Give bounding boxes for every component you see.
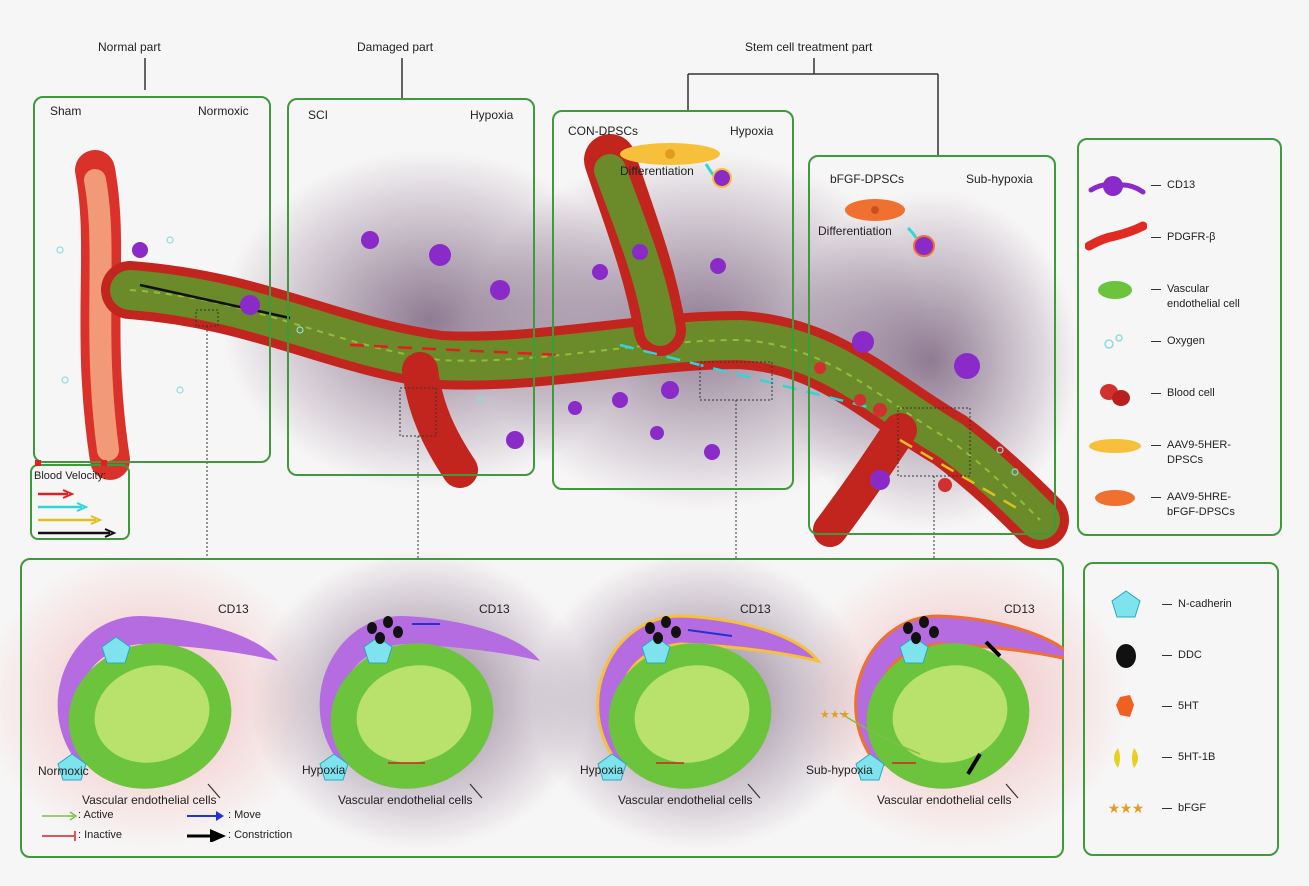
arrow-legend-glyphs bbox=[42, 811, 226, 842]
legend-top-item-connector bbox=[1151, 185, 1161, 186]
legend-bottom-item-label: N-cadherin bbox=[1178, 598, 1232, 610]
panel-bfgf-state: Sub-hypoxia bbox=[966, 172, 1033, 186]
legend-top-item-connector bbox=[1151, 341, 1161, 342]
panel-con-state: Hypoxia bbox=[730, 124, 774, 138]
panel-con-label: CON-DPSCs bbox=[568, 124, 639, 138]
arrow-legend-constriction: : Constriction bbox=[228, 829, 293, 841]
legend-top-item-label: CD13 bbox=[1167, 179, 1196, 191]
panel-bfgf-dpscs bbox=[808, 155, 1056, 535]
legend-bottom-item-label: 5HT bbox=[1178, 700, 1199, 712]
n-cadherin-icon bbox=[1111, 590, 1141, 618]
pdgfr-cell-icon bbox=[1085, 221, 1147, 251]
blood-cell-icon bbox=[1100, 384, 1130, 406]
detail-cd13-3: CD13 bbox=[740, 602, 771, 616]
ddc-icon bbox=[1116, 644, 1136, 668]
panel-con-differentiation: Differentiation bbox=[620, 164, 694, 178]
panel-bfgf-differentiation: Differentiation bbox=[818, 224, 892, 238]
panel-sham bbox=[33, 96, 271, 463]
detail-cell-1 bbox=[57, 616, 278, 799]
legend-bottom-item-label: bFGF bbox=[1178, 802, 1207, 814]
detail-vec-4: Vascular endothelial cells bbox=[877, 793, 1012, 807]
legend-top-item-label: AAV9-5HER-DPSCs bbox=[1167, 439, 1231, 466]
panel-con-dpscs bbox=[552, 110, 794, 490]
legend-top-item-label: Vascular endothelial cell bbox=[1167, 283, 1240, 310]
blood-velocity-legend bbox=[30, 464, 130, 540]
detail-vec-2: Vascular endothelial cells bbox=[338, 793, 473, 807]
arrow-legend-move: : Move bbox=[228, 809, 262, 821]
legend-top-item-connector bbox=[1151, 289, 1161, 290]
panel-bfgf-label: bFGF-DPSCs bbox=[830, 172, 905, 186]
legend-top-item-label: PDGFR-β bbox=[1167, 231, 1216, 243]
detail-state-3: Hypoxia bbox=[580, 763, 624, 777]
panel-sci-state: Hypoxia bbox=[470, 108, 514, 122]
detail-cd13-2: CD13 bbox=[479, 602, 510, 616]
svg-text:★: ★ bbox=[830, 709, 840, 721]
detail-panel bbox=[20, 558, 1064, 858]
detail-cell-4 bbox=[854, 614, 1064, 799]
panel-sci-label: SCI bbox=[308, 108, 329, 122]
legend-top-item-label: Oxygen bbox=[1167, 335, 1205, 347]
legend-bottom-item-connector bbox=[1162, 706, 1172, 707]
5ht-1b-icon bbox=[1114, 748, 1138, 768]
detail-cell-3 bbox=[596, 614, 822, 799]
legend-top-item-connector bbox=[1151, 393, 1161, 394]
legend-bottom-item-label: DDC bbox=[1178, 649, 1202, 661]
velocity-arrow-4 bbox=[38, 528, 117, 538]
svg-text:★: ★ bbox=[1120, 800, 1133, 816]
cd13-cell-icon bbox=[1088, 176, 1146, 196]
arrow-legend-active: : Active bbox=[78, 809, 114, 821]
label-normal-part: Normal part bbox=[98, 40, 161, 54]
svg-text:★: ★ bbox=[820, 709, 830, 721]
panel-sham-state: Normoxic bbox=[198, 104, 249, 118]
endothelial-cell-icon bbox=[1098, 281, 1132, 299]
label-stem-cell-treatment-part: Stem cell treatment part bbox=[745, 40, 873, 54]
label-damaged-part: Damaged part bbox=[357, 40, 434, 54]
legend-top-item-connector bbox=[1151, 497, 1161, 498]
velocity-arrow-3 bbox=[38, 515, 103, 525]
detail-cell-2 bbox=[319, 616, 540, 799]
legend-bottom-item-connector bbox=[1162, 757, 1172, 758]
svg-text:★: ★ bbox=[840, 709, 850, 721]
legend-bottom-item-connector bbox=[1162, 604, 1172, 605]
legend-bottom-item-connector bbox=[1162, 655, 1172, 656]
detail-state-4: Sub-hypoxia bbox=[806, 763, 873, 777]
con-differentiation-graphic bbox=[620, 143, 732, 188]
legend-top-item-label: Blood cell bbox=[1167, 387, 1215, 399]
legend-bottom-item-label: 5HT-1B bbox=[1178, 751, 1216, 763]
legend-bottom bbox=[1083, 562, 1279, 856]
blood-vessel-illustration bbox=[56, 134, 1069, 560]
5ht-icon bbox=[1116, 695, 1134, 717]
velocity-arrow-1 bbox=[38, 489, 75, 499]
detail-state-1: Normoxic bbox=[38, 764, 89, 778]
arrow-legend-inactive: : Inactive bbox=[78, 829, 123, 841]
detail-cd13-1: CD13 bbox=[218, 602, 249, 616]
top-brackets bbox=[144, 58, 939, 155]
bfgf-icon: ★★★ bbox=[1108, 800, 1145, 816]
panel-sci bbox=[287, 98, 535, 476]
oxygen-icon bbox=[1104, 334, 1123, 349]
legend-bottom-item-connector bbox=[1162, 808, 1172, 809]
aav9-5her-dpsc-icon bbox=[1089, 439, 1141, 453]
velocity-arrow-2 bbox=[38, 502, 89, 512]
bfgf-differentiation-graphic bbox=[845, 199, 935, 257]
legend-top-item-connector bbox=[1151, 237, 1161, 238]
aav9-5hre-bfgf-dpsc-icon bbox=[1095, 490, 1135, 506]
detail-state-2: Hypoxia bbox=[302, 763, 346, 777]
detail-vec-3: Vascular endothelial cells bbox=[618, 793, 753, 807]
detail-vec-1: Vascular endothelial cells bbox=[82, 793, 217, 807]
svg-text:★: ★ bbox=[1108, 800, 1121, 816]
blood-velocity-title: Blood Velocity: bbox=[34, 470, 107, 482]
svg-text:★: ★ bbox=[1132, 800, 1145, 816]
detail-illustrations: ★★★ bbox=[57, 614, 1064, 799]
legend-top-item-label: AAV9-5HRE-bFGF-DPSCs bbox=[1167, 491, 1235, 518]
detail-cd13-4: CD13 bbox=[1004, 602, 1035, 616]
legend-top-item-connector bbox=[1151, 445, 1161, 446]
legend-top bbox=[1077, 138, 1282, 536]
blood-velocity-arrows bbox=[38, 489, 117, 538]
panel-sham-label: Sham bbox=[50, 104, 82, 118]
blood-velocity-connectors bbox=[35, 460, 107, 466]
